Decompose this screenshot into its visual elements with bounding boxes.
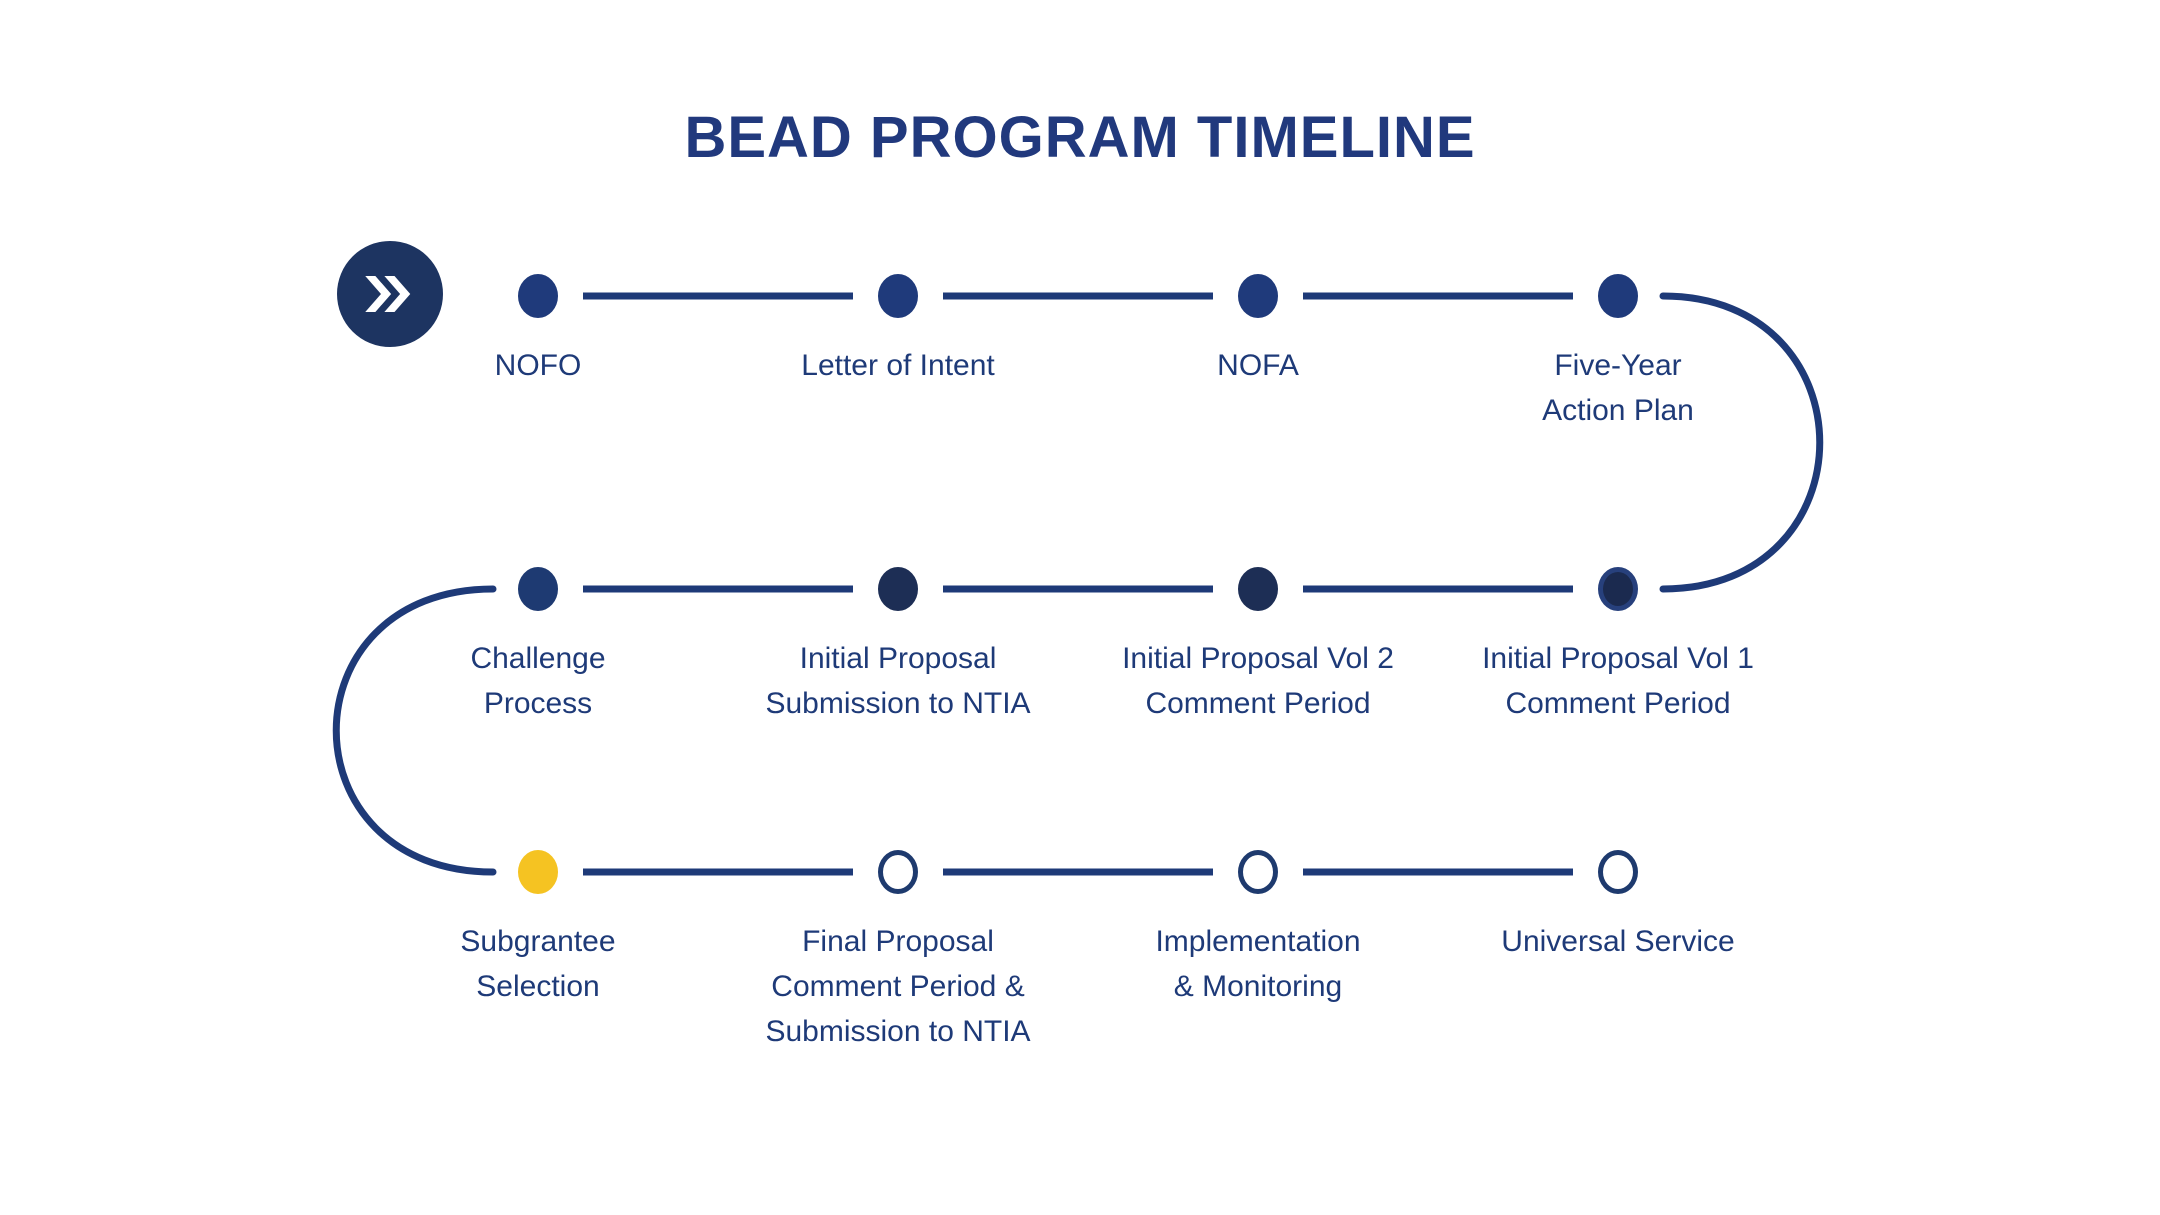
curve-left — [332, 585, 497, 876]
timeline-label: Five-Year Action Plan — [1542, 349, 1694, 427]
timeline-label: NOFA — [1217, 349, 1299, 382]
curve-right — [1659, 292, 1824, 593]
fast-forward-icon — [365, 276, 411, 312]
timeline-dot — [878, 274, 918, 318]
timeline-label: Challenge Process — [470, 642, 606, 720]
timeline-label: Subgrantee Selection — [460, 925, 616, 1003]
timeline-label: Final Proposal Comment Period & Submissi… — [765, 925, 1031, 1048]
timeline-label: Universal Service — [1501, 925, 1735, 958]
timeline-label: Initial Proposal Submission to NTIA — [765, 642, 1031, 720]
timeline-label: NOFO — [494, 349, 582, 382]
timeline-label: Initial Proposal Vol 2 Comment Period — [1122, 642, 1394, 720]
timeline-dot — [878, 567, 918, 611]
timeline-dot-current — [518, 850, 558, 894]
timeline-label: Letter of Intent — [801, 349, 995, 382]
page-title: BEAD PROGRAM TIMELINE — [684, 105, 1476, 170]
timeline-dot — [1238, 567, 1278, 611]
timeline-label: Initial Proposal Vol 1 Comment Period — [1482, 642, 1754, 720]
timeline-dot — [1598, 274, 1638, 318]
timeline-dot — [518, 567, 558, 611]
timeline-dot — [1598, 567, 1638, 611]
timeline-label: Implementation & Monitoring — [1155, 925, 1361, 1003]
timeline-dot — [1238, 850, 1278, 894]
timeline-dot — [878, 850, 918, 894]
timeline-dot — [1598, 850, 1638, 894]
timeline-dot — [518, 274, 558, 318]
timeline-dot — [1238, 274, 1278, 318]
start-icon — [337, 241, 443, 347]
